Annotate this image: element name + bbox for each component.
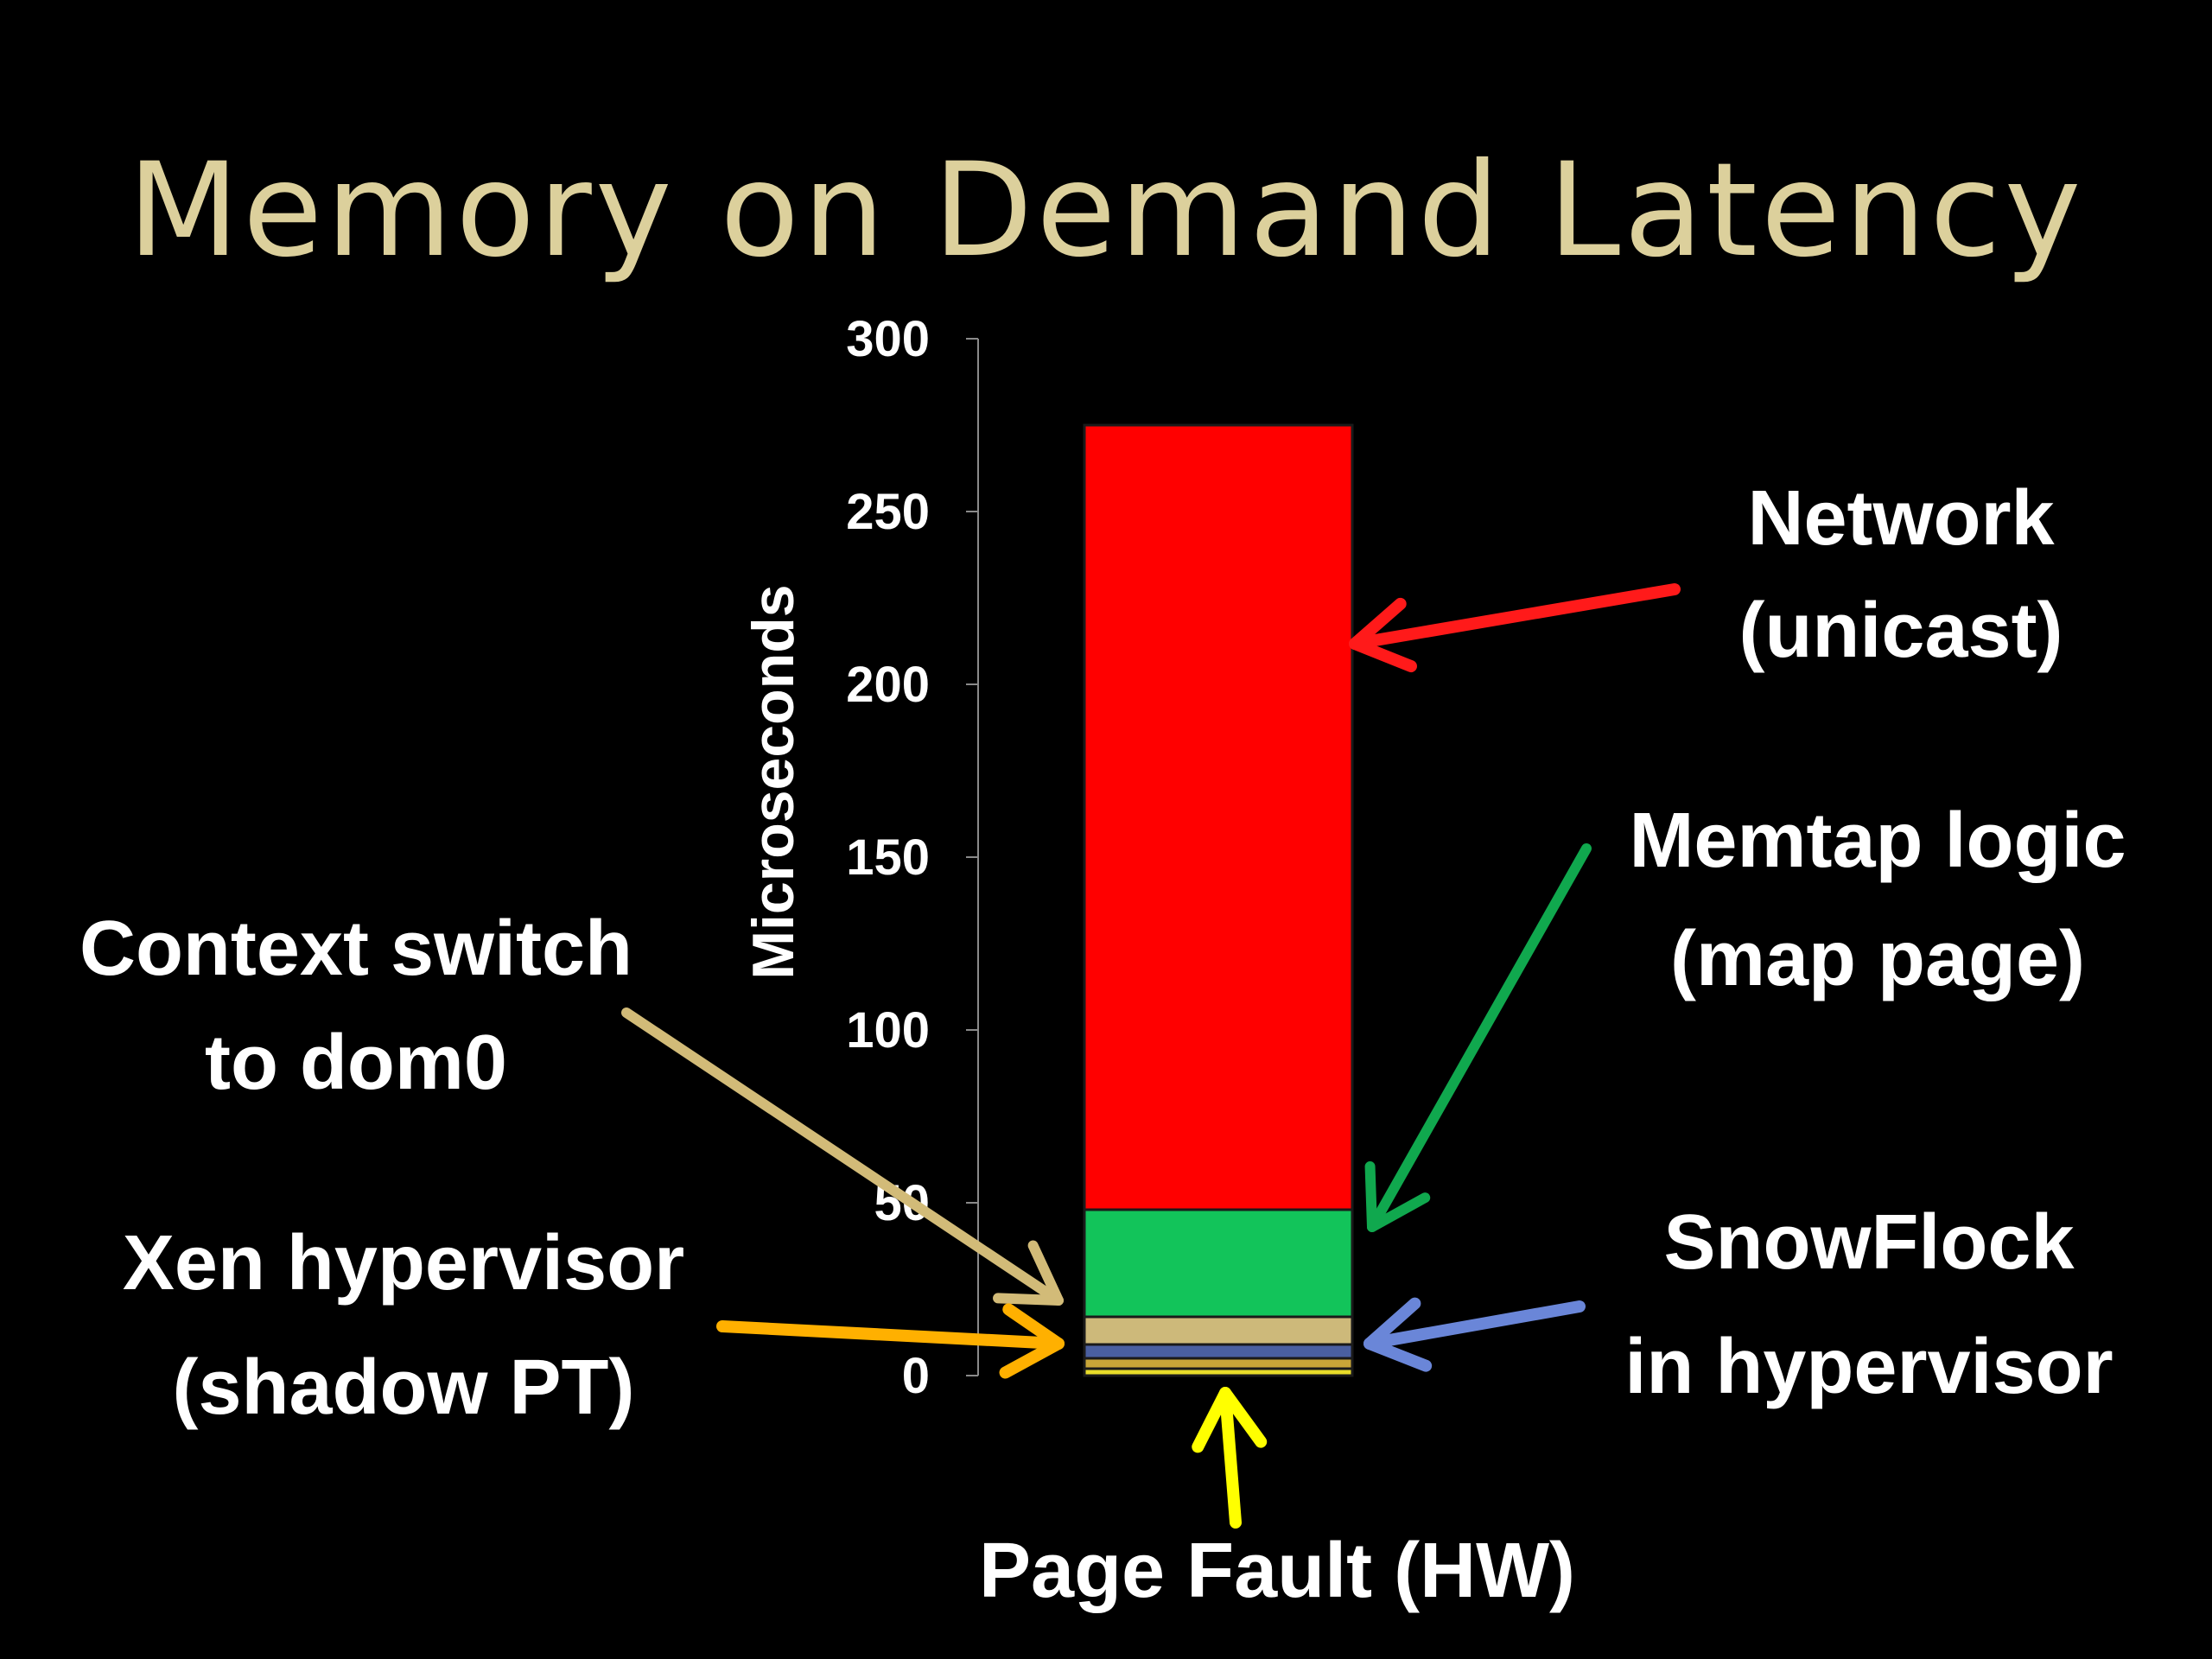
- pagefault-label: Page Fault (HW): [979, 1528, 1575, 1614]
- stacked-bar: [1083, 423, 1354, 1377]
- memtap-arrow-line: [1367, 843, 1592, 1232]
- bar-segment: [1083, 1343, 1354, 1360]
- y-tick-label: 300: [846, 311, 930, 367]
- snowflock-label: in hypervisor: [1624, 1324, 2113, 1410]
- xen-arrowhead: [999, 1303, 1065, 1379]
- network-label: Network: [1747, 475, 2055, 562]
- context-label: to dom0: [205, 1020, 507, 1106]
- context-label: Context switch: [79, 906, 632, 992]
- annotation-labels: Network (unicast) Memtap logic (map page) Co…: [79, 475, 2126, 1614]
- network-arrowhead: [1349, 597, 1417, 673]
- memtap-arrowhead: [1364, 1161, 1431, 1232]
- snowflock-arrow-line: [1363, 1300, 1586, 1350]
- y-tick-label: 150: [846, 830, 930, 886]
- xen-arrow-line: [716, 1320, 1065, 1350]
- pagefault-arrowhead: [1192, 1387, 1268, 1453]
- snowflock-arrowhead: [1363, 1297, 1433, 1372]
- chart-title: Memory on Demand Latency: [128, 136, 2085, 286]
- bar-segment: [1083, 1357, 1354, 1370]
- memtap-label: Memtap logic: [1629, 798, 2126, 884]
- annotation-arrows: [621, 583, 1681, 1529]
- bar-segment: [1083, 423, 1354, 1211]
- context-arrow-line: [621, 1007, 1064, 1306]
- xen-label: (shadow PT): [173, 1344, 635, 1431]
- snowflock-label: SnowFlock: [1663, 1199, 2075, 1286]
- y-tick-label: 250: [846, 484, 930, 540]
- y-tick-label: 100: [846, 1002, 930, 1058]
- bar-segment: [1083, 1208, 1354, 1319]
- y-tick-label: 0: [902, 1348, 930, 1404]
- bar-segment: [1083, 1315, 1354, 1346]
- y-tick-label: 200: [846, 657, 930, 713]
- xen-label: Xen hypervisor: [123, 1220, 684, 1306]
- context-arrowhead: [993, 1240, 1064, 1306]
- y-axis-label: Microseconds: [741, 584, 806, 979]
- pagefault-arrow-line: [1219, 1387, 1242, 1529]
- network-label: (unicast): [1738, 588, 2063, 674]
- network-arrow-line: [1349, 583, 1681, 650]
- memtap-label: (map page): [1670, 916, 2085, 1002]
